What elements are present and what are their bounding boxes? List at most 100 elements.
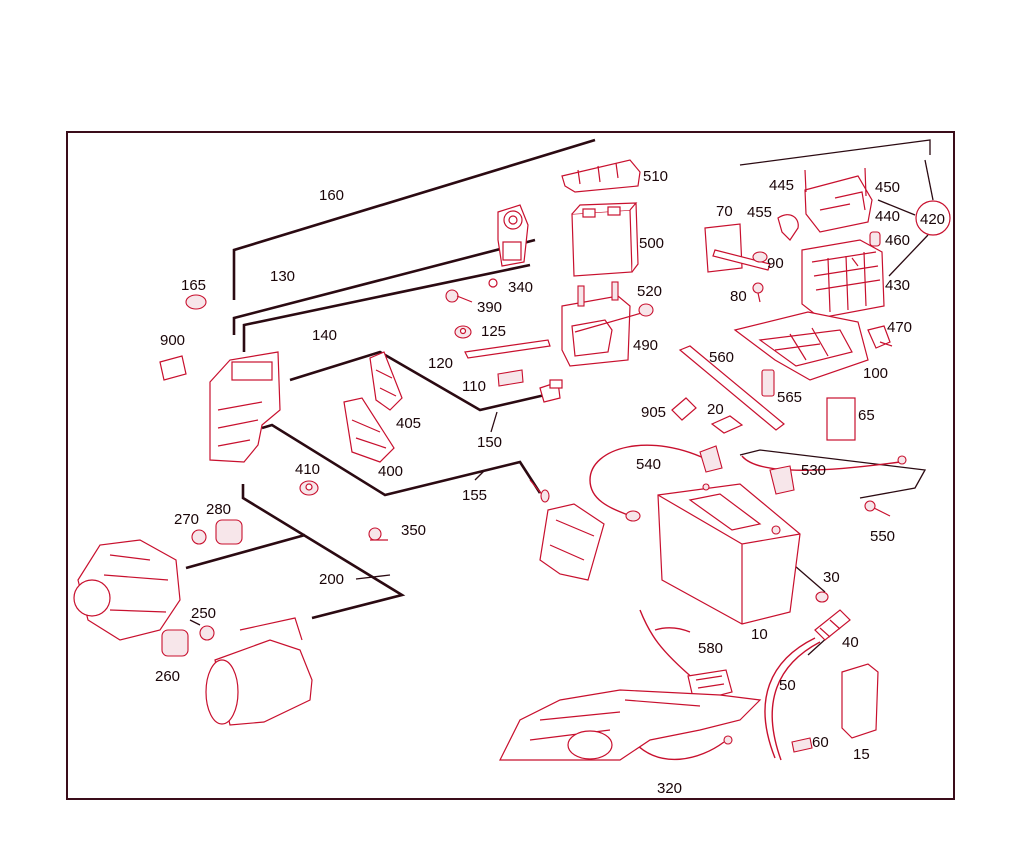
label-200: 200: [319, 571, 344, 588]
label-65: 65: [858, 407, 875, 424]
part-410-nut: [299, 480, 319, 496]
part-455-tool: [777, 214, 799, 241]
label-110: 110: [462, 378, 486, 395]
part-470-connector: [867, 325, 893, 349]
label-455: 455: [747, 204, 772, 221]
part-500-box: [571, 202, 639, 277]
part-110-block: [497, 369, 524, 387]
part-280-bushing: [215, 519, 243, 545]
label-430: 430: [885, 277, 910, 294]
label-100: 100: [863, 365, 888, 382]
part-65-sheet: [826, 397, 856, 441]
label-520: 520: [637, 283, 662, 300]
part-405-bracket: [369, 351, 403, 411]
starter-motor: [205, 617, 313, 726]
part-70-bracket: [704, 223, 771, 303]
label-250: 250: [191, 605, 216, 622]
label-350: 350: [401, 522, 426, 539]
label-80: 80: [730, 288, 747, 305]
label-565: 565: [777, 389, 802, 406]
part-150-sensor: [539, 379, 563, 403]
part-900-label: [159, 355, 187, 381]
part-100-tray: [733, 311, 869, 381]
label-450: 450: [875, 179, 900, 196]
part-530-cable: [741, 455, 907, 495]
part-270-ring: [191, 529, 207, 545]
label-20: 20: [707, 401, 724, 418]
label-560: 560: [709, 349, 734, 366]
part-120-strip: [464, 339, 551, 359]
part-40-fitting: [814, 609, 851, 641]
transmission-housing: [499, 689, 762, 761]
label-70: 70: [716, 203, 733, 220]
label-905: 905: [641, 404, 666, 421]
label-500: 500: [639, 235, 664, 252]
part-30-cap: [815, 591, 829, 603]
part-main-module: [209, 351, 281, 463]
label-550: 550: [870, 528, 895, 545]
label-460: 460: [885, 232, 910, 249]
part-bracket-center: [539, 503, 605, 581]
label-510: 510: [643, 168, 668, 185]
label-40: 40: [842, 634, 859, 651]
label-60: 60: [812, 734, 829, 751]
label-125: 125: [481, 323, 506, 340]
part-165-nut: [185, 294, 207, 310]
part-10-battery: [657, 483, 801, 625]
label-120: 120: [428, 355, 453, 372]
part-340-relay: [488, 204, 529, 288]
label-15: 15: [853, 746, 870, 763]
label-390: 390: [477, 299, 502, 316]
label-140: 140: [312, 327, 337, 344]
part-350-bolt: [368, 527, 388, 541]
part-390-bolt: [445, 289, 473, 303]
part-15-cover: [841, 663, 879, 739]
part-labels: 160 165 130 140 900 510 500 340 390 125 …: [155, 168, 945, 797]
label-270: 270: [174, 511, 199, 528]
part-510-cover: [561, 159, 641, 193]
part-50-hose: [764, 637, 821, 761]
part-550-bolt: [864, 500, 891, 517]
label-165: 165: [181, 277, 206, 294]
part-400-bracket: [343, 397, 395, 463]
part-430-fuse-carrier: [801, 239, 885, 319]
label-30: 30: [823, 569, 840, 586]
label-445: 445: [769, 177, 794, 194]
label-160: 160: [319, 187, 344, 204]
part-155-lead: [529, 479, 550, 503]
part-250-ring: [199, 625, 215, 641]
label-155: 155: [462, 487, 487, 504]
label-540: 540: [636, 456, 661, 473]
label-10: 10: [751, 626, 768, 643]
part-125-nut: [454, 325, 472, 339]
part-460-plug: [869, 231, 881, 247]
part-540-cable: [589, 444, 723, 522]
label-400: 400: [378, 463, 403, 480]
label-90: 90: [767, 255, 784, 272]
part-260-bushing: [161, 629, 189, 657]
label-420: 420: [920, 211, 945, 228]
label-280: 280: [206, 501, 231, 518]
part-490-block: [561, 281, 654, 367]
part-20-pad: [710, 415, 744, 434]
part-420-callout: [915, 200, 951, 236]
label-440: 440: [875, 208, 900, 225]
label-470: 470: [887, 319, 912, 336]
label-50: 50: [779, 677, 796, 694]
part-905: [671, 397, 697, 421]
label-490: 490: [633, 337, 658, 354]
label-260: 260: [155, 668, 180, 685]
label-405: 405: [396, 415, 421, 432]
label-580: 580: [698, 640, 723, 657]
label-320: 320: [657, 780, 682, 797]
diagram-frame: [66, 131, 955, 800]
part-60-clip: [791, 737, 813, 753]
part-440-module: [804, 167, 873, 233]
label-900: 900: [160, 332, 185, 349]
label-410: 410: [295, 461, 320, 478]
label-130: 130: [270, 268, 295, 285]
alternator: [73, 539, 181, 641]
label-150: 150: [477, 434, 502, 451]
label-530: 530: [801, 462, 826, 479]
